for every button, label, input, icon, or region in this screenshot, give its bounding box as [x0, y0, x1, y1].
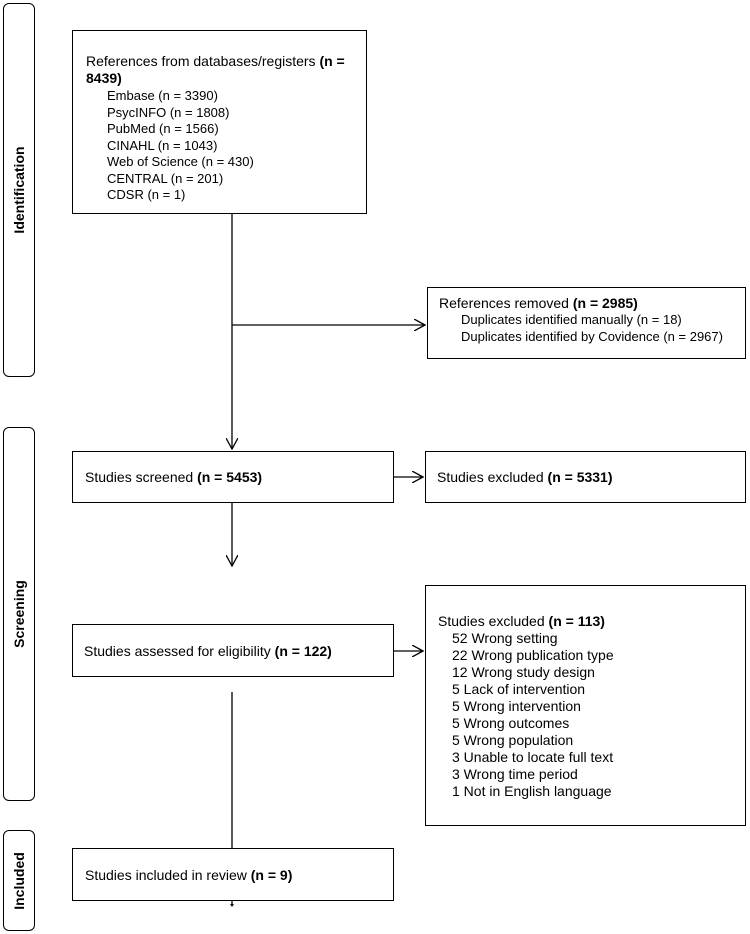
excluded-eligibility-box: Studies excluded (n = 113) 52 Wrong sett… [425, 585, 746, 826]
source-item: CDSR (n = 1) [107, 187, 186, 202]
source-item: PubMed (n = 1566) [107, 121, 219, 136]
exclusion-reason: 5 Wrong intervention [452, 698, 581, 714]
removed-box: References removed (n = 2985) Duplicates… [427, 287, 746, 359]
references-title: References from databases/registers (n =… [86, 53, 345, 86]
removed-item: Duplicates identified manually (n = 18) [461, 312, 682, 327]
source-item: CINAHL (n = 1043) [107, 137, 218, 153]
exclusion-reason: 12 Wrong study design [452, 664, 595, 680]
excluded-screening-count: (n = 5331) [547, 469, 613, 485]
references-count: (n = 8439) [86, 53, 345, 86]
excluded-eligibility-count: (n = 113) [548, 613, 605, 629]
phase-included: Included [3, 830, 35, 931]
exclusion-reasons: 52 Wrong setting 22 Wrong publication ty… [438, 630, 745, 800]
source-item: PsycINFO (n = 1808) [107, 104, 230, 120]
exclusion-reason: 5 Wrong population [452, 732, 574, 748]
included-box: Studies included in review (n = 9) [72, 848, 394, 901]
exclusion-reason: 1 Not in English language [452, 783, 612, 799]
exclusion-reason: 5 Lack of intervention [452, 681, 586, 697]
screened-box: Studies screened (n = 5453) [72, 451, 394, 503]
removed-count: (n = 2985) [572, 295, 638, 311]
arrowhead-included [230, 904, 234, 907]
source-item: CENTRAL (n = 201) [107, 170, 224, 186]
references-sources: Embase (n = 3390) PsycINFO (n = 1808) Pu… [86, 88, 354, 204]
source-item: Embase (n = 3390) [107, 88, 218, 103]
assessed-count: (n = 122) [274, 643, 332, 659]
excluded-screening-box: Studies excluded (n = 5331) [425, 451, 746, 503]
exclusion-reason: 5 Wrong outcomes [452, 715, 570, 731]
references-box: References from databases/registers (n =… [72, 30, 367, 214]
exclusion-reason: 52 Wrong setting [452, 630, 558, 646]
source-item: Web of Science (n = 430) [107, 154, 254, 169]
phase-screening: Screening [3, 427, 35, 801]
removed-title: References removed (n = 2985) [439, 295, 638, 311]
exclusion-reason: 3 Unable to locate full text [452, 749, 614, 765]
excluded-eligibility-title: Studies excluded (n = 113) [438, 613, 605, 629]
removed-items: Duplicates identified manually (n = 18) … [439, 312, 737, 345]
exclusion-reason: 3 Wrong time period [452, 766, 578, 782]
phase-identification: Identification [3, 3, 35, 377]
exclusion-reason: 22 Wrong publication type [452, 647, 614, 663]
assessed-box: Studies assessed for eligibility (n = 12… [72, 624, 394, 677]
screened-count: (n = 5453) [197, 469, 263, 485]
removed-item: Duplicates identified by Covidence (n = … [461, 328, 723, 344]
included-count: (n = 9) [250, 867, 293, 883]
